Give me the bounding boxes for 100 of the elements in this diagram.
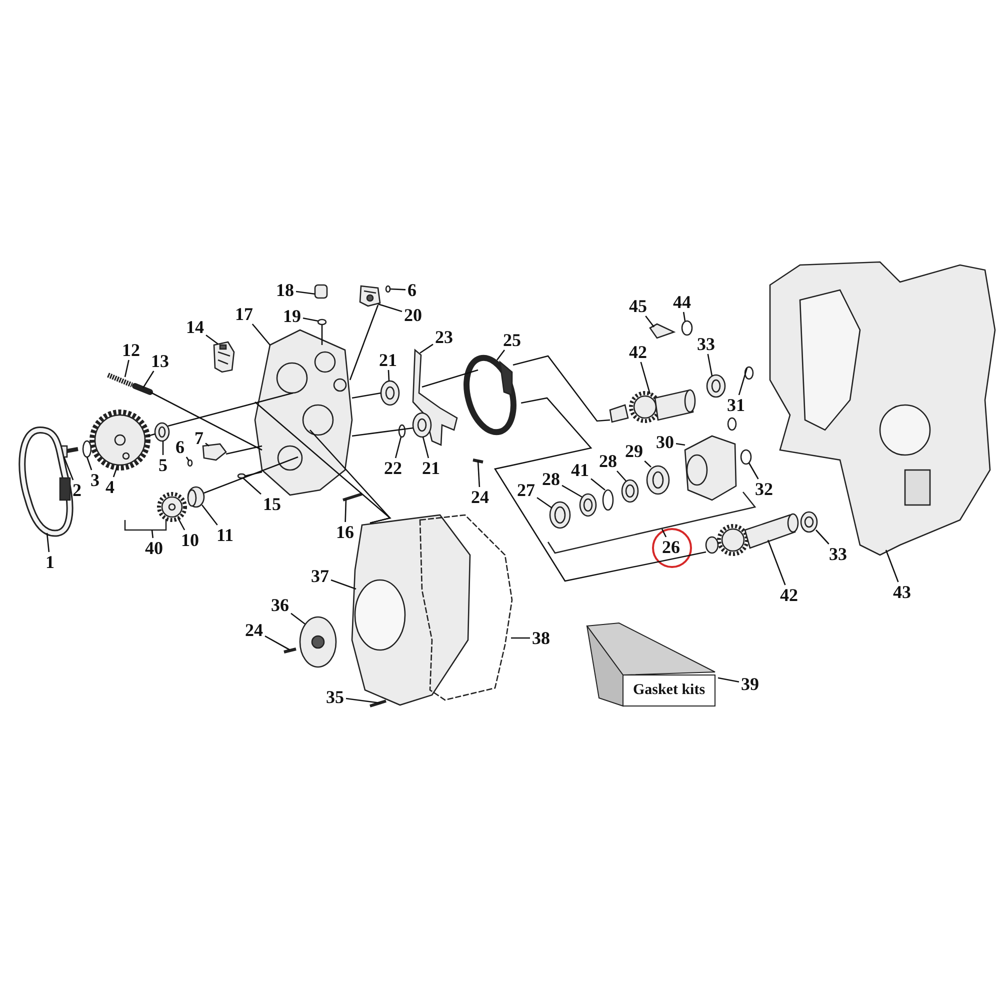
callout-number: 26 [661,538,681,556]
plug-drawing [314,284,328,299]
callout-number: 6 [174,438,186,456]
leader-line [296,290,316,295]
screw-drawing [342,492,362,502]
bearing-drawing [412,412,432,438]
leader-line [302,317,318,322]
shoe-drawing [213,341,235,373]
callout-number: 19 [282,307,302,325]
leader-line [242,478,262,495]
callout-number: 29 [624,442,644,460]
callout-number: 41 [570,461,590,479]
camshaft-drawing [705,513,799,556]
callout-number: 25 [502,331,522,349]
o-ring-drawing [317,318,327,326]
callout-number: 5 [158,456,168,474]
leader-line [477,460,480,488]
leader-line [346,698,380,704]
screw-drawing [284,648,296,654]
leader-line [142,370,154,388]
leader-line [186,456,190,462]
bushing-drawing [187,486,205,508]
leader-line [321,324,323,345]
leader-line [676,443,686,446]
leader-line [86,456,92,470]
o-ring-drawing [385,285,391,293]
callout-number: 12 [121,341,141,359]
valve-drawing [202,443,227,461]
callout-number: 33 [828,545,848,563]
bearing-drawing [706,374,726,398]
leader-line [496,350,506,360]
leader-line [63,456,74,480]
spring-drawing [107,372,133,388]
leader-line [511,637,530,639]
camshaft-drawing [609,389,696,423]
leader-line [352,427,414,437]
washer-drawing [82,440,92,458]
callout-number: 33 [696,335,716,353]
leader-line [644,460,652,468]
callout-number: 17 [234,305,254,323]
callout-number: 36 [270,596,290,614]
leader-line [816,530,830,544]
callout-number: 24 [244,621,264,639]
bearing-drawing [154,422,170,442]
callout-number: 43 [892,583,912,601]
gear-drawing [157,492,187,522]
callout-number: 2 [72,481,82,499]
leader-line [378,303,402,312]
callout-number: 13 [150,352,170,370]
callout-number: 7 [194,429,204,447]
pin-drawing [132,383,153,395]
callout-number: 28 [598,452,618,470]
leader-line [562,484,582,498]
leader-line [707,354,713,376]
leader-line [201,504,218,526]
leader-line [150,391,262,451]
leader-line [205,442,210,446]
leader-line [512,355,610,422]
leader-line [148,433,156,437]
callout-number: 20 [403,306,423,324]
tensioner-drawing [359,285,381,307]
o-ring-drawing [744,366,754,380]
callout-number: 21 [378,351,398,369]
leader-line [244,471,262,477]
callout-number: 32 [754,480,774,498]
leader-line [748,462,759,480]
leader-line [206,334,218,345]
leader-line [536,497,552,509]
leader-line [124,360,130,378]
callout-number: 30 [655,433,675,451]
plate-drawing [412,348,458,446]
leader-line [352,392,382,399]
callout-number: 6 [406,281,418,299]
leader-line [590,478,606,490]
leader-line [645,316,655,328]
leader-line [204,456,298,494]
callout-number: 40 [144,539,164,557]
callout-number: 27 [516,481,536,499]
leader-line [422,436,430,458]
leader-line [330,579,356,590]
callout-number: 23 [434,328,454,346]
callout-number: 44 [672,293,692,311]
callout-number: 14 [185,318,205,336]
leader-line [168,392,294,427]
chain-drawing [464,354,516,436]
bearing-drawing [380,380,400,406]
o-ring-drawing [681,320,693,336]
bearing-drawing [646,465,670,495]
leader-line [885,550,899,582]
gear-drawing [90,410,150,470]
leader-line [177,518,186,530]
callout-number: 28 [541,470,561,488]
o-ring-drawing [187,459,193,467]
callout-number: 35 [325,688,345,706]
leader-line [738,368,748,396]
leader-line [394,436,402,458]
leader-line [349,304,379,380]
o-ring-drawing [398,424,406,438]
callout-number: 22 [383,459,403,477]
leader-line [112,466,118,478]
